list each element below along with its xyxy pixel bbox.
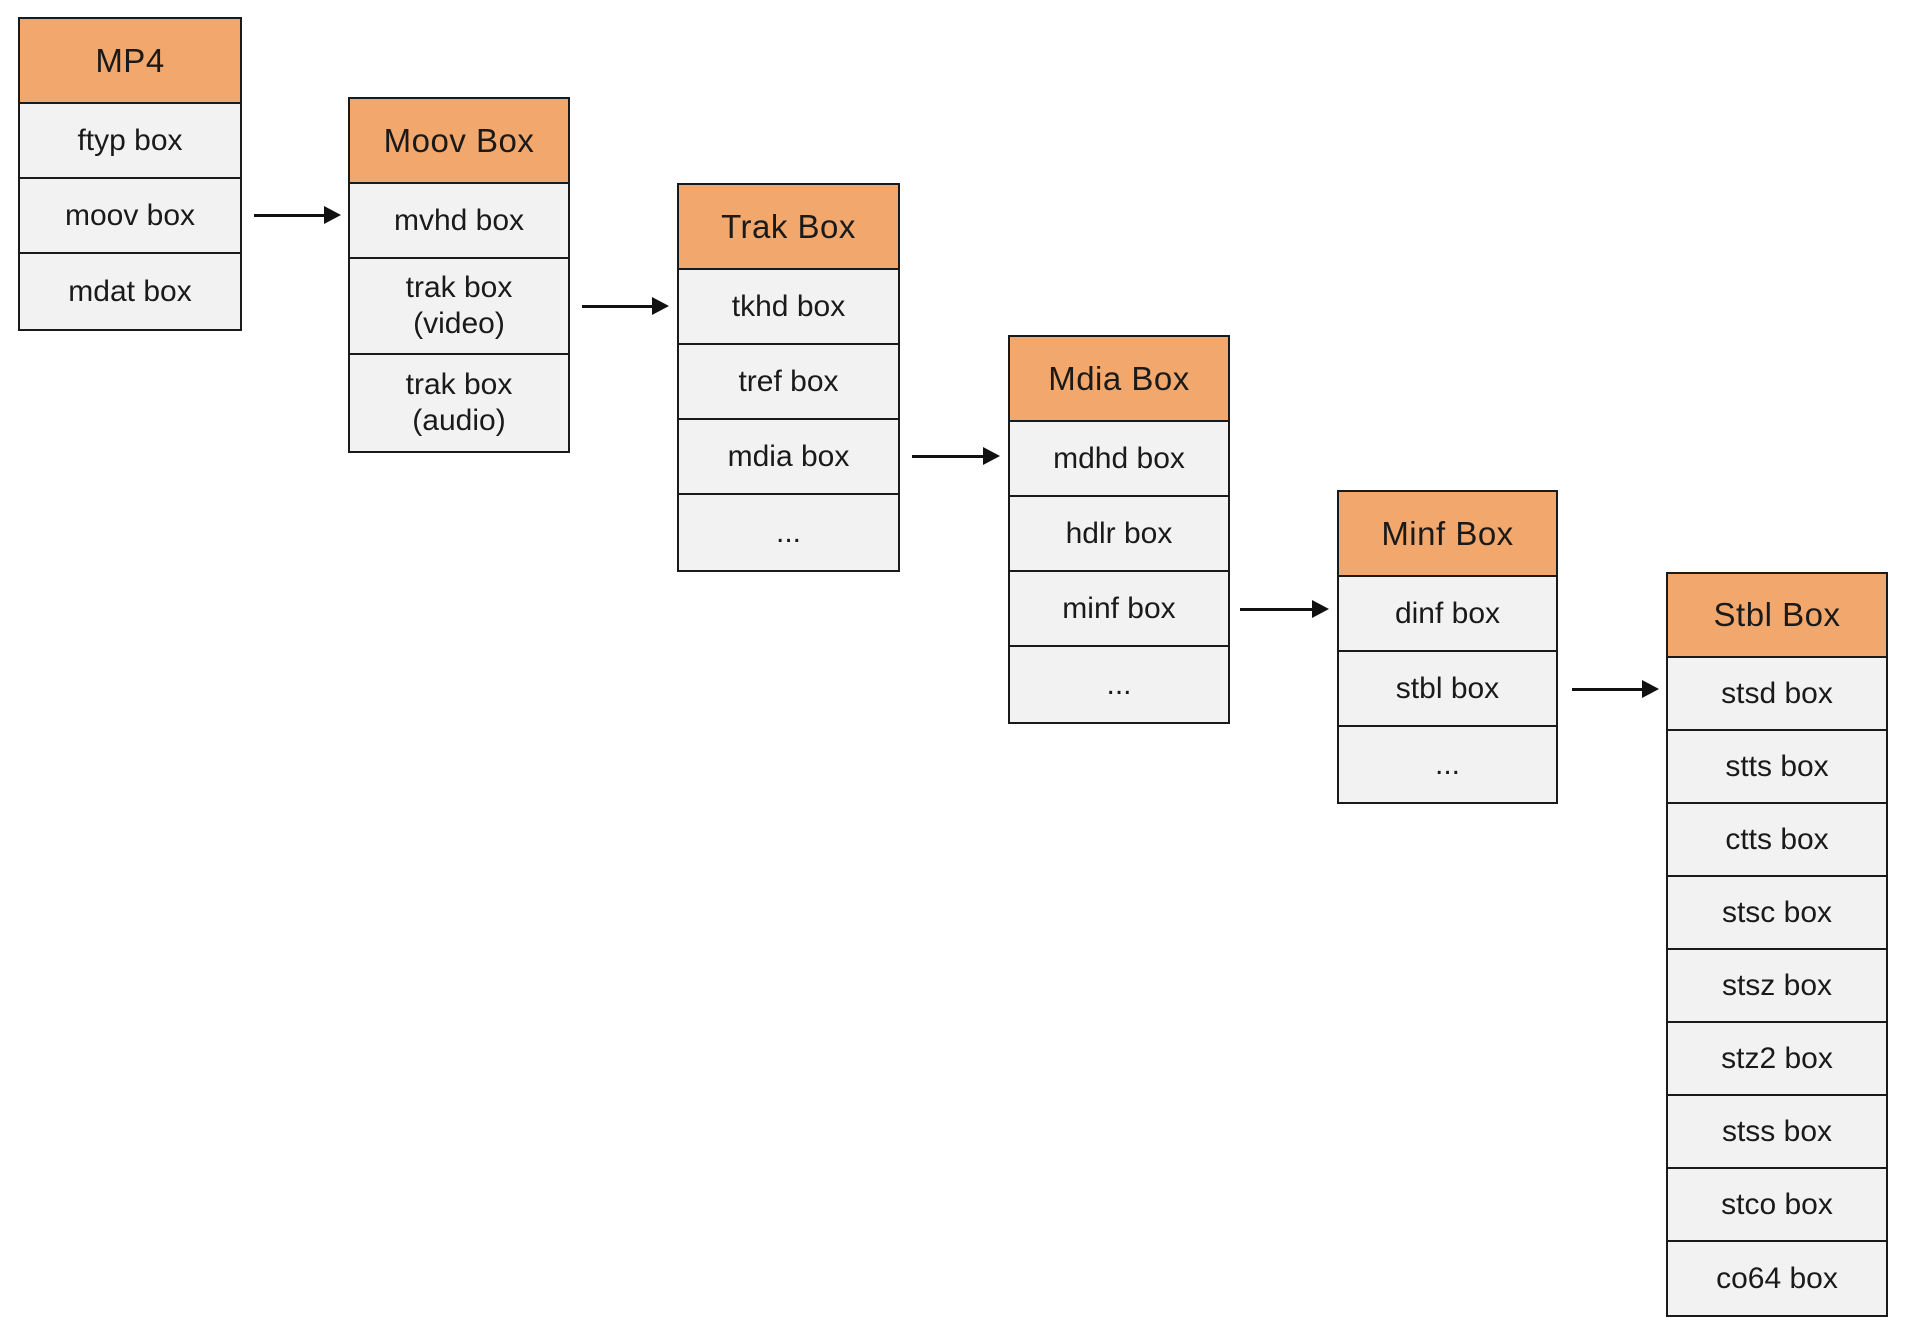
box-moov-title: Moov Box [350, 99, 568, 184]
box-stbl-row-3: stsc box [1668, 877, 1886, 950]
arrow-line [254, 213, 327, 217]
box-minf-row-1: stbl box [1339, 652, 1556, 727]
arrow-line [912, 454, 986, 458]
arrow-line [1572, 687, 1645, 691]
arrow-line [1240, 607, 1315, 611]
box-trak-row-1: tref box [679, 345, 898, 420]
box-mdia-row-1: hdlr box [1010, 497, 1228, 572]
box-stbl-row-7: stco box [1668, 1169, 1886, 1242]
box-stbl-row-6: stss box [1668, 1096, 1886, 1169]
box-moov-row-1: trak box (video) [350, 259, 568, 355]
arrow-head-icon [1312, 600, 1329, 618]
box-stbl-row-2: ctts box [1668, 804, 1886, 877]
box-mdia-row-0: mdhd box [1010, 422, 1228, 497]
arrow-head-icon [983, 447, 1000, 465]
box-mp4-row-1: moov box [20, 179, 240, 254]
arrow-head-icon [324, 206, 341, 224]
box-mp4-title: MP4 [20, 19, 240, 104]
arrow-line [582, 304, 655, 308]
box-stbl-row-1: stts box [1668, 731, 1886, 804]
box-trak-row-2: mdia box [679, 420, 898, 495]
box-stbl-row-0: stsd box [1668, 658, 1886, 731]
box-trak-row-3: ... [679, 495, 898, 570]
arrow-head-icon [652, 297, 669, 315]
box-trak-row-0: tkhd box [679, 270, 898, 345]
arrow-head-icon [1642, 680, 1659, 698]
box-mp4-row-2: mdat box [20, 254, 240, 329]
box-moov-row-2: trak box (audio) [350, 355, 568, 451]
box-mdia-row-3: ... [1010, 647, 1228, 722]
box-minf-row-0: dinf box [1339, 577, 1556, 652]
box-stbl-row-5: stz2 box [1668, 1023, 1886, 1096]
box-stbl-row-8: co64 box [1668, 1242, 1886, 1315]
box-mdia-title: Mdia Box [1010, 337, 1228, 422]
box-minf-title: Minf Box [1339, 492, 1556, 577]
box-trak-title: Trak Box [679, 185, 898, 270]
box-minf-row-2: ... [1339, 727, 1556, 802]
box-stbl-title: Stbl Box [1668, 574, 1886, 658]
box-mdia-row-2: minf box [1010, 572, 1228, 647]
box-mp4-row-0: ftyp box [20, 104, 240, 179]
box-moov-row-0: mvhd box [350, 184, 568, 259]
box-stbl-row-4: stsz box [1668, 950, 1886, 1023]
